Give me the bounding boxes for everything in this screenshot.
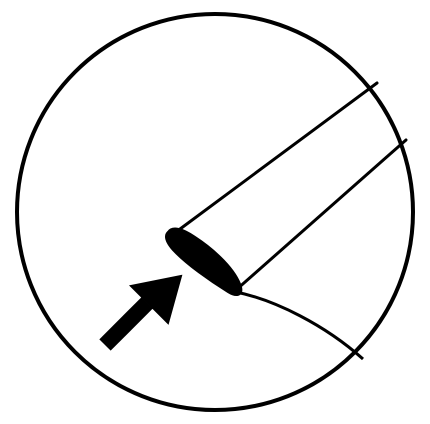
tube-lower-curve — [236, 292, 363, 359]
tube-top-edge — [176, 83, 377, 232]
tube-bottom-edge — [236, 140, 406, 290]
arrow-shaft — [105, 303, 147, 345]
